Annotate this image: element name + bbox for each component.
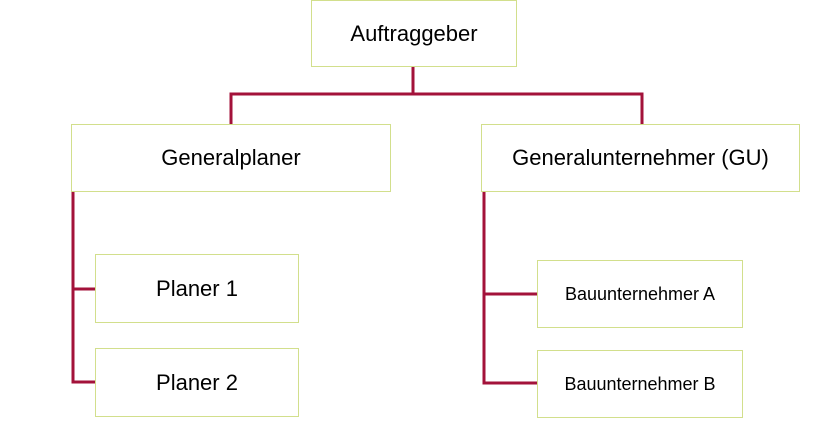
node-auftraggeber: Auftraggeber <box>311 0 517 67</box>
node-label-bauunternehmer-b: Bauunternehmer B <box>564 373 716 394</box>
connector-root-to-level1 <box>229 65 644 126</box>
node-bauunternehmer-b: Bauunternehmer B <box>537 350 743 418</box>
node-planer-2: Planer 2 <box>95 348 299 417</box>
node-label-planer-2: Planer 2 <box>156 369 238 395</box>
node-bauunternehmer-a: Bauunternehmer A <box>537 260 743 328</box>
node-label-planer-1: Planer 1 <box>156 275 238 301</box>
node-label-bauunternehmer-a: Bauunternehmer A <box>564 283 716 304</box>
node-label-auftraggeber: Auftraggeber <box>350 20 478 46</box>
connector-gu-to-bauunternehmer <box>482 190 539 385</box>
node-label-generalplaner: Generalplaner <box>161 145 301 170</box>
node-generalplaner: Generalplaner <box>71 124 391 192</box>
connector-generalplaner-to-planers <box>71 190 97 384</box>
node-label-generalunternehmer: Generalunternehmer (GU) <box>512 145 769 170</box>
node-generalunternehmer: Generalunternehmer (GU) <box>481 124 800 192</box>
connector-group <box>71 65 644 385</box>
node-planer-1: Planer 1 <box>95 254 299 323</box>
